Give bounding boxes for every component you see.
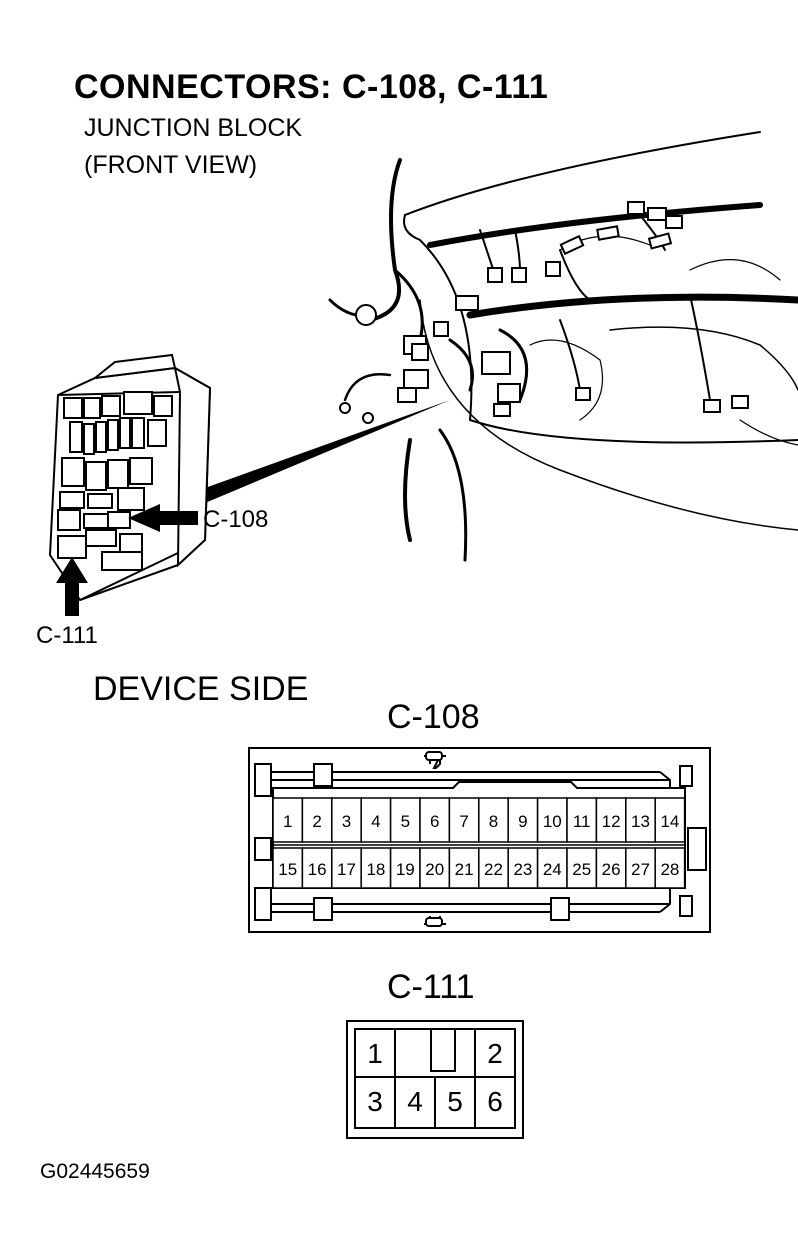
c108-arrow <box>128 504 198 532</box>
c108-pin-number: 8 <box>489 812 498 831</box>
c111-pin-number: 1 <box>367 1038 383 1069</box>
c108-pin-cell <box>419 797 451 843</box>
c108-pin-cell <box>448 847 480 889</box>
c111-title: C-111 <box>387 968 475 1006</box>
c108-pin-number: 1 <box>283 812 292 831</box>
c111-pin-number: 2 <box>487 1038 503 1069</box>
device-side-label: DEVICE SIDE <box>93 670 309 708</box>
c108-pin-cell <box>478 797 509 843</box>
c108-pin-cell <box>360 847 392 889</box>
c108-pin-number: 2 <box>312 812 321 831</box>
c108-pin-cell <box>389 847 421 889</box>
c111-key-slot <box>430 1028 456 1072</box>
c108-pin-cell <box>272 847 304 889</box>
diagram-title: CONNECTORS: C-108, C-111 <box>74 68 549 106</box>
c108-pin-number: 22 <box>484 860 503 879</box>
front-view-label: (FRONT VIEW) <box>84 151 258 179</box>
c108-pin-cell <box>654 797 686 843</box>
pointer-wedge <box>205 400 450 503</box>
c108-pin-number: 23 <box>513 860 532 879</box>
c108-pin-cell <box>507 797 539 843</box>
c108-pin-number: 15 <box>278 860 297 879</box>
c108-pin-number: 10 <box>543 812 562 831</box>
junction-block-label: JUNCTION BLOCK <box>84 114 303 142</box>
c108-pin-cell <box>331 797 362 843</box>
c111-pin-number: 4 <box>407 1086 423 1117</box>
c108-pin-cell <box>478 847 509 889</box>
c108-pin-number: 19 <box>396 860 415 879</box>
c108-pin-cell <box>301 797 333 843</box>
c108-pin-cell <box>331 847 362 889</box>
c108-pin-cell <box>389 797 421 843</box>
c111-pin-cell <box>434 1076 476 1129</box>
c111-callout: C-111 <box>36 622 98 649</box>
c108-pin-number: 14 <box>660 812 679 831</box>
c108-callout: C-108 <box>203 506 269 533</box>
c108-pin-cell <box>566 847 598 889</box>
c111-pin-number: 5 <box>447 1086 463 1117</box>
c111-pin-cell <box>354 1028 396 1078</box>
c111-arrow <box>56 557 88 616</box>
c108-pin-number: 25 <box>572 860 591 879</box>
c108-pin-number: 3 <box>342 812 351 831</box>
c108-pin-number: 4 <box>371 812 380 831</box>
c108-pin-number: 9 <box>518 812 527 831</box>
c108-pin-number: 16 <box>308 860 327 879</box>
c108-title: C-108 <box>387 698 480 736</box>
c111-pin-number: 3 <box>367 1086 383 1117</box>
c108-pin-number: 5 <box>401 812 410 831</box>
c108-pin-number: 12 <box>602 812 621 831</box>
junction-block-illustration <box>48 131 798 616</box>
c108-pin-number: 11 <box>573 812 591 831</box>
c108-pin-cell <box>595 847 627 889</box>
c108-pin-number: 24 <box>543 860 562 879</box>
c111-pin-number: 6 <box>487 1086 503 1117</box>
c108-pin-number: 6 <box>430 812 439 831</box>
c108-pin-cell <box>536 797 568 843</box>
c108-pin-number: 18 <box>366 860 385 879</box>
c108-pin-cell <box>654 847 686 889</box>
c108-pin-cell <box>507 847 539 889</box>
figure-id: G02445659 <box>40 1160 150 1183</box>
c108-pin-number: 27 <box>631 860 650 879</box>
junction-block <box>48 353 212 602</box>
c108-pin-cell <box>301 847 333 889</box>
c108-pin-number: 7 <box>459 812 468 831</box>
c108-pin-cell <box>419 847 451 889</box>
c108-pin-number: 26 <box>602 860 621 879</box>
c111-pin-cell <box>354 1076 396 1129</box>
c108-pin-number: 13 <box>631 812 650 831</box>
c108-pin-number: 21 <box>455 860 474 879</box>
c108-pin-cell <box>272 797 304 843</box>
c108-pin-number: 17 <box>337 860 356 879</box>
c108-pin-number: 28 <box>660 860 679 879</box>
c108-pin-number: 20 <box>425 860 444 879</box>
c111-pin-cell <box>474 1076 516 1129</box>
